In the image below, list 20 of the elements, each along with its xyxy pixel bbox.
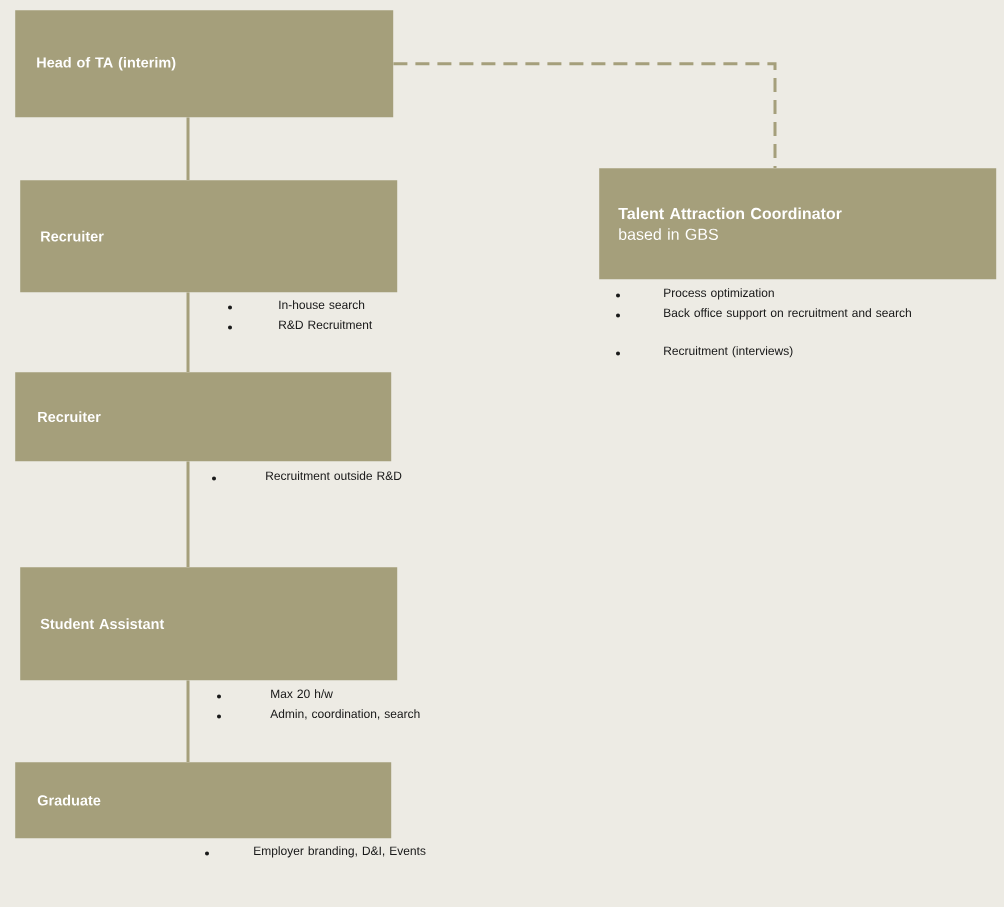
bullet-text: Employer branding, D&I, Events [254, 846, 426, 858]
role-box: Graduate [15, 762, 392, 839]
role-box: Head of TA (interim) [15, 10, 394, 118]
connector-line [186, 680, 190, 762]
bullet-text: Recruitment (interviews) [664, 346, 793, 358]
role-box: Recruiter [15, 372, 392, 462]
bullet-text: Max 20 h/w [271, 689, 333, 698]
bullet-text: R&D Recruitment [279, 320, 373, 329]
bullet-text: Process optimization [664, 288, 774, 300]
connector-line [186, 461, 190, 567]
connector-line [186, 292, 190, 372]
bullet-text: Recruitment outside R&D [266, 471, 402, 480]
bullet-text: Admin, coordination, search [270, 709, 420, 720]
role-box: Talent Attraction Coordinator based in GBS [599, 168, 997, 280]
role-box: Recruiter [20, 180, 398, 293]
bullet-text: Back office support on recruitment and search [664, 308, 911, 320]
bullet-text: In-house search [279, 300, 365, 309]
connector-line [186, 117, 190, 180]
connector-line [393, 62, 777, 168]
role-box: Student Assistant [20, 567, 398, 681]
